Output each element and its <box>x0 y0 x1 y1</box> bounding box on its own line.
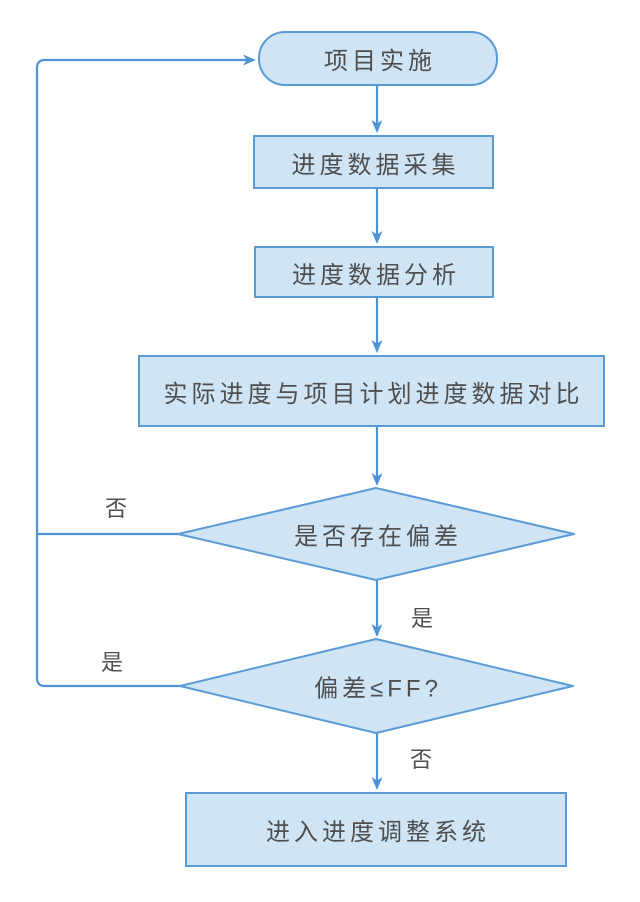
decision-deviation-shape <box>177 487 575 581</box>
node-adjust-label: 进入进度调整系统 <box>266 819 490 846</box>
node-analyze-label: 进度数据分析 <box>292 261 460 289</box>
node-collect-label: 进度数据采集 <box>291 151 460 179</box>
node-compare: 实际进度与项目计划进度数据对比 <box>138 355 605 427</box>
node-deviation-label: 是否存在偏差 <box>294 523 462 551</box>
node-start-label: 项目实施 <box>324 48 436 75</box>
edge-label-threshold-yes: 是 <box>100 650 124 675</box>
decision-threshold-shape <box>179 638 574 734</box>
node-start: 项目实施 <box>258 31 498 86</box>
node-analyze: 进度数据分析 <box>254 246 494 298</box>
connector-threshold-yes-loop <box>35 54 256 688</box>
node-adjust: 进入进度调整系统 <box>185 792 567 867</box>
node-threshold-label: 偏差≤FF? <box>314 675 442 703</box>
edge-label-deviation-no: 否 <box>104 496 128 521</box>
node-compare-label: 实际进度与项目计划进度数据对比 <box>163 380 584 408</box>
node-collect: 进度数据采集 <box>253 135 494 189</box>
edge-label-deviation-yes: 是 <box>410 606 434 631</box>
edge-label-threshold-no: 否 <box>409 747 433 772</box>
